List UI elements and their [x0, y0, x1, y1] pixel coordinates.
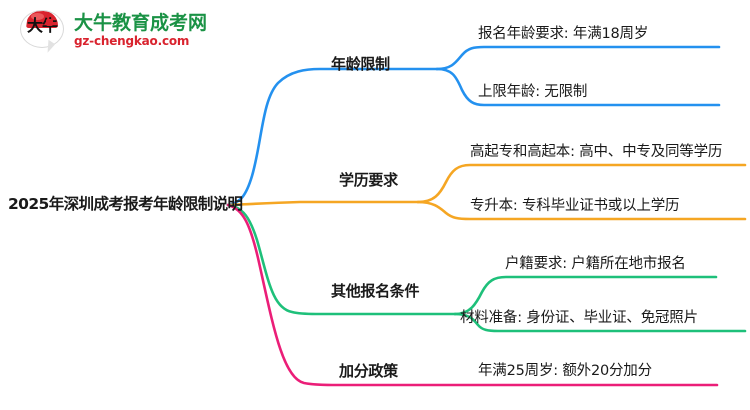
connector-education-to-leaf2 — [416, 200, 747, 221]
connector-other-to-leaf1 — [453, 275, 718, 316]
connector-group-age — [226, 45, 721, 207]
logo-bubble-tail — [47, 39, 56, 54]
connector-age-to-leaf1 — [435, 45, 721, 71]
mindmap-leaf-2-1[interactable]: 高起专和高起本: 高中、中专及同等学历 — [470, 144, 723, 160]
connector-root-to-bonus — [226, 203, 719, 387]
site-url: gz-chengkao.com — [74, 33, 190, 48]
connector-age-to-leaf2 — [435, 67, 721, 107]
mindmap-leaf-4-1[interactable]: 年满25周岁: 额外20分加分 — [478, 363, 652, 379]
connector-education-to-leaf1 — [416, 163, 747, 204]
connector-group-bonus — [226, 203, 719, 387]
connector-other-to-leaf2 — [453, 312, 747, 333]
mindmap-branch-1[interactable]: 年龄限制 — [331, 55, 390, 73]
logo-red-arc-highlight — [31, 13, 44, 20]
mindmap-leaf-3-1[interactable]: 户籍要求: 户籍所在地市报名 — [505, 256, 686, 272]
connector-group-education — [226, 163, 747, 221]
mindmap-leaf-1-1[interactable]: 报名年龄要求: 年满18周岁 — [478, 26, 649, 42]
site-logo: 大牛 大牛教育成考网 gz-chengkao.com — [18, 8, 207, 54]
mindmap-leaf-3-2[interactable]: 材料准备: 身份证、毕业证、免冠照片 — [460, 310, 698, 326]
mindmap-leaf-2-2[interactable]: 专升本: 专科毕业证书或以上学历 — [470, 198, 680, 214]
site-name: 大牛教育成考网 — [74, 11, 208, 34]
logo-cn-text: 大牛 — [26, 16, 58, 35]
connector-root-to-other — [226, 203, 457, 316]
connector-group-other — [226, 203, 747, 333]
logo-text-block: 大牛教育成考网 gz-chengkao.com — [74, 12, 207, 49]
mindmap-branch-2[interactable]: 学历要求 — [339, 171, 398, 189]
mindmap-branch-3[interactable]: 其他报名条件 — [331, 282, 420, 300]
mindmap-leaf-1-2[interactable]: 上限年龄: 无限制 — [478, 84, 588, 100]
mindmap-branch-4[interactable]: 加分政策 — [339, 362, 398, 380]
connector-root-to-age — [226, 67, 439, 207]
logo-mark-icon: 大牛 — [18, 8, 66, 54]
connector-root-to-education — [226, 200, 420, 207]
mindmap-root-node[interactable]: 2025年深圳成考报考年龄限制说明 — [8, 195, 243, 213]
logo-red-dot — [46, 19, 53, 26]
